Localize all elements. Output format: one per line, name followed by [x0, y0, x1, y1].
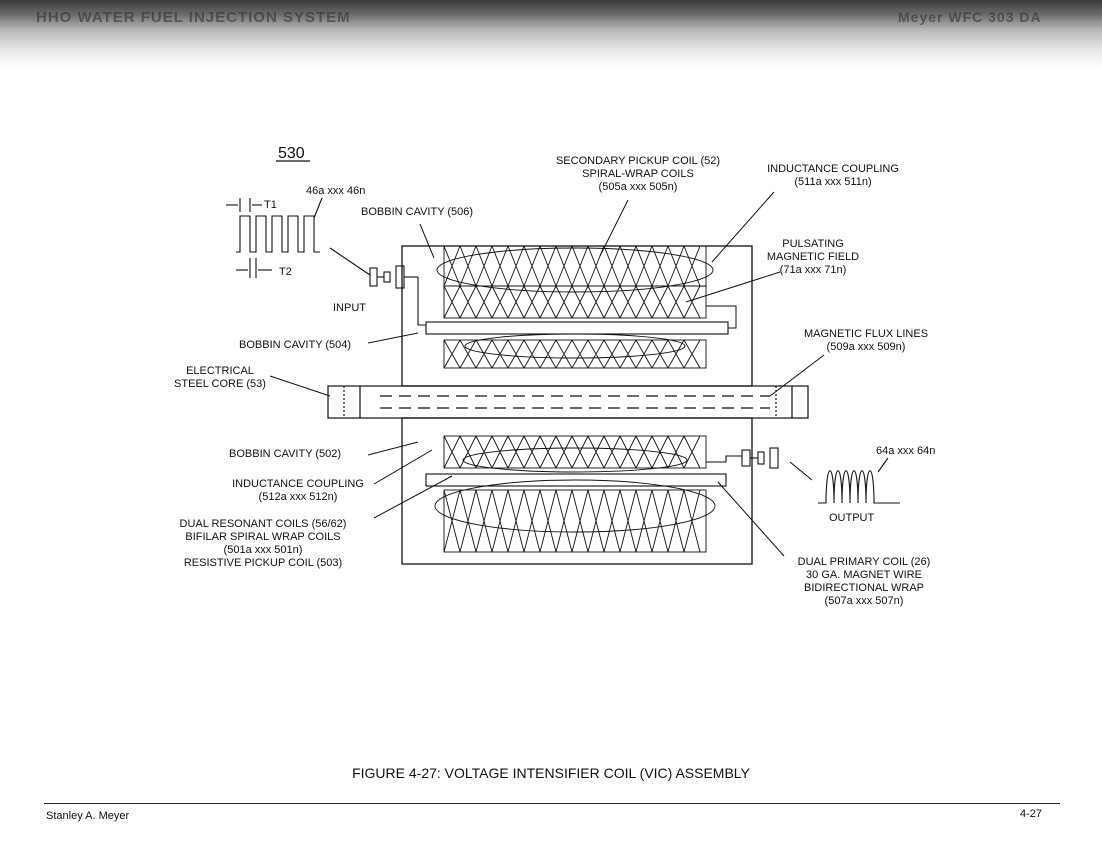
coil-bank-resonant: [434, 479, 716, 553]
footer-divider: [44, 803, 1060, 804]
inductance-top-label-2: (511a xxx 511n): [794, 176, 871, 188]
header-title: HHO WATER FUEL INJECTION SYSTEM: [36, 9, 351, 26]
dual-resonant-label-3: (501a xxx 501n): [224, 544, 303, 556]
flux-lines-label-1: MAGNETIC FLUX LINES: [804, 328, 928, 340]
figure-number: 530: [278, 145, 305, 162]
primary-coil-label-1: DUAL PRIMARY COIL (26): [798, 556, 931, 568]
coil-bank-primary-upper: [443, 333, 707, 369]
pulsating-field-label-2: MAGNETIC FIELD: [767, 251, 859, 263]
input-pulse-label: 46a xxx 46n: [306, 185, 365, 197]
coil-bank-primary-lower: [443, 435, 707, 473]
output-waveform: [818, 457, 900, 504]
figure-caption: FIGURE 4-27: VOLTAGE INTENSIFIER COIL (V…: [352, 765, 750, 781]
steel-core-label-1: ELECTRICAL: [186, 365, 254, 377]
output-connector: [706, 447, 813, 481]
pulsating-field-label-3: (71a xxx 71n): [780, 264, 847, 276]
header-model: Meyer WFC 303 DA: [898, 9, 1042, 25]
pulsating-field-label-1: PULSATING: [782, 238, 844, 250]
t1-label: T1: [264, 199, 277, 211]
input-label: INPUT: [333, 302, 366, 314]
bobbin-cavity-504: [425, 321, 729, 335]
coil-bank-secondary-upper: [436, 245, 714, 293]
output-pulse-label: 64a xxx 64n: [876, 445, 935, 457]
dual-resonant-label-1: DUAL RESONANT COILS (56/62): [180, 518, 347, 530]
dual-resonant-label-4: RESISTIVE PICKUP COIL (503): [184, 557, 342, 569]
input-connector: [369, 265, 426, 326]
primary-coil-label-2: 30 GA. MAGNET WIRE: [806, 569, 922, 581]
bobbin-506-label: BOBBIN CAVITY (506): [361, 206, 473, 218]
leader-lines: [269, 191, 825, 557]
primary-coil-label-4: (507a xxx 507n): [825, 595, 904, 607]
output-label: OUTPUT: [829, 512, 875, 524]
inductance-bottom-label-1: INDUCTANCE COUPLING: [232, 478, 364, 490]
dual-resonant-label-2: BIFILAR SPIRAL WRAP COILS: [185, 531, 340, 543]
inductance-top-label-1: INDUCTANCE COUPLING: [767, 163, 899, 175]
primary-coil-label-3: BIDIRECTIONAL WRAP: [804, 582, 924, 594]
bobbin-lead-top: [706, 305, 737, 329]
bobbin-cavity-502: [425, 473, 727, 487]
secondary-coil-label-2: SPIRAL-WRAP COILS: [582, 168, 694, 180]
steel-core-label-2: STEEL CORE (53): [174, 378, 266, 390]
bobbin-502-label: BOBBIN CAVITY (502): [229, 448, 341, 460]
header-band: [0, 0, 1102, 70]
t2-label: T2: [279, 266, 292, 278]
secondary-coil-label-1: SECONDARY PICKUP COIL (52): [556, 155, 720, 167]
input-waveform: [226, 197, 371, 278]
inductance-bottom-label-2: (512a xxx 512n): [259, 491, 338, 503]
bobbin-504-label: BOBBIN CAVITY (504): [239, 339, 351, 351]
footer-author: Stanley A. Meyer: [46, 810, 130, 822]
footer-page-number: 4-27: [1020, 808, 1043, 820]
flux-lines-label-2: (509a xxx 509n): [827, 341, 906, 353]
electrical-steel-core: [327, 385, 809, 419]
coil-bank-secondary-lower: [443, 285, 707, 319]
secondary-coil-label-3: (505a xxx 505n): [599, 181, 678, 193]
